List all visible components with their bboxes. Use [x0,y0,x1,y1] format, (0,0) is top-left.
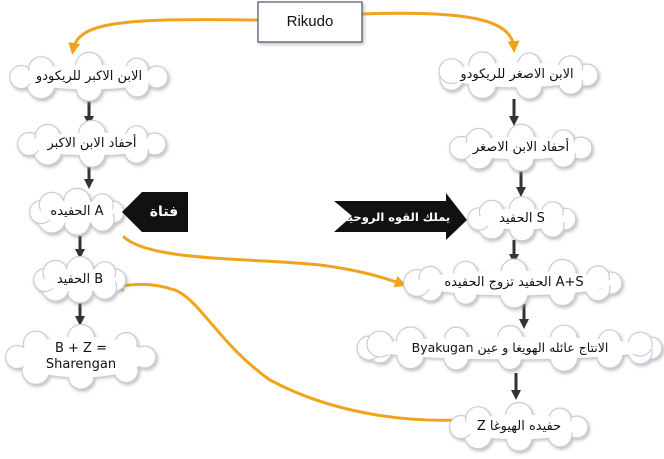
node-youngest-son: الابن الاصغر للريكودو [460,67,574,82]
node-grandson-b: الحفيد B [56,272,104,287]
connector-z-to-b [111,279,457,422]
connector-root-to-youngest [359,11,520,53]
sharengan-line-1: B + Z = [54,341,107,356]
node-hyuga-z: Z حفيده الهيوغا [476,419,562,434]
node-sharengan: B + Z = Sharengan [10,332,152,382]
cloud-marriage [403,258,623,309]
spiritual-tag-label: يملك القوه الروحيه [341,209,451,224]
node-marriage: الحفيد تزوج الحفيده A+S [444,275,584,290]
cloud-youngest-son [438,51,599,100]
dark-arrows [75,99,529,400]
cloud-youngest-grandsons [449,123,593,172]
node-eldest-son: الابن الاكبر للريكودو [35,69,143,84]
connector-root-to-eldest [68,18,260,55]
cloud-hyuga-z [449,401,589,452]
connector-a-to-marriage [122,235,407,288]
node-grandson-s: الحفيد S [499,211,545,226]
node-byakugan: Byakugan الانتاج عائله الهويغا و عين [411,340,609,355]
cloud-grandson-b [32,255,127,304]
sharengan-line-2: Sharengan [45,357,117,372]
root-box [257,1,363,43]
cloud-granddaughter-a [28,187,125,236]
orange-connectors [68,11,520,422]
cloud-sharengan [5,323,157,390]
spiritual-tag-arrow [334,193,467,240]
node-eldest-grandsons: أحفاد الابن الاكبر [47,136,137,151]
node-youngest-grandsons: أحفاد الابن الاصغر [472,140,570,155]
node-rikudo: Rikudo [286,13,334,30]
cloud-eldest-son [9,51,169,102]
cloud-byakugan [356,324,663,372]
node-granddaughter-a: الحفيده A [50,204,104,219]
cloud-eldest-grandsons [17,119,167,168]
girl-tag-arrow [122,192,188,232]
girl-tag-label: فتاة [149,204,179,220]
cloud-grandson-s [467,196,577,242]
cloud-shapes [5,51,663,452]
